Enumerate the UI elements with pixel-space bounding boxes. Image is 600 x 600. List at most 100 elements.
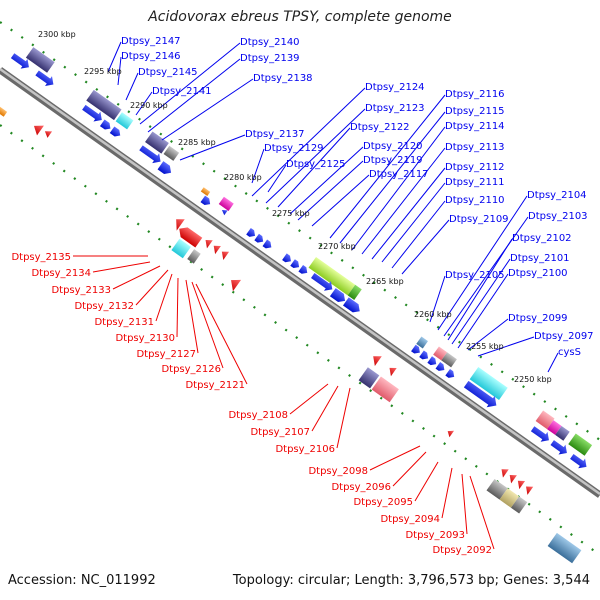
gene-label[interactable]: Dtpsy_2140 xyxy=(240,37,300,48)
gene-label[interactable]: Dtpsy_2126 xyxy=(161,364,221,375)
gene-block xyxy=(25,47,55,73)
map-title: Acidovorax ebreus TPSY, complete genome xyxy=(148,9,452,25)
leader-line xyxy=(251,87,366,197)
leader-line xyxy=(467,318,509,351)
leader-line xyxy=(176,277,179,338)
gene-block xyxy=(547,420,562,435)
gene-label[interactable]: Dtpsy_2123 xyxy=(365,103,425,114)
leader-line xyxy=(477,336,535,357)
gene-label[interactable]: Dtpsy_2111 xyxy=(445,177,505,188)
leader-line xyxy=(441,467,453,519)
leader-line xyxy=(429,275,446,323)
leader-line xyxy=(147,58,241,133)
gene-label[interactable]: Dtpsy_2100 xyxy=(508,268,568,279)
leader-line xyxy=(447,238,513,341)
gene-block xyxy=(469,367,508,401)
gene-block xyxy=(499,488,520,508)
gene-label[interactable]: Dtpsy_2141 xyxy=(152,86,212,97)
gene-block xyxy=(510,496,528,514)
leader-line xyxy=(329,94,446,239)
gene-block xyxy=(0,106,8,117)
gene-label[interactable]: Dtpsy_2127 xyxy=(136,349,196,360)
leader-line xyxy=(117,56,122,86)
leader-line xyxy=(401,219,450,275)
gene-label[interactable]: Dtpsy_2114 xyxy=(445,121,505,132)
gene-label[interactable]: Dtpsy_2116 xyxy=(445,89,505,100)
gene-features xyxy=(0,47,593,564)
gene-label[interactable]: Dtpsy_2101 xyxy=(510,253,570,264)
gene-label[interactable]: Dtpsy_2108 xyxy=(228,410,288,421)
leader-line xyxy=(92,261,151,273)
leader-line xyxy=(139,42,241,125)
gene-label[interactable]: Dtpsy_2106 xyxy=(275,444,335,455)
gene-label[interactable]: Dtpsy_2097 xyxy=(534,331,594,342)
gene-label[interactable]: Dtpsy_2132 xyxy=(74,301,134,312)
gene-label[interactable]: Dtpsy_2145 xyxy=(138,67,198,78)
gene-block xyxy=(308,257,356,296)
gene-label[interactable]: Dtpsy_2098 xyxy=(308,466,368,477)
gene-label[interactable]: Dtpsy_2093 xyxy=(405,530,465,541)
leader-line xyxy=(195,283,248,385)
tick-dots xyxy=(0,21,600,556)
gene-label[interactable]: Dtpsy_2137 xyxy=(245,129,305,140)
tick-label: 2270 kbp xyxy=(318,242,356,251)
leader-line xyxy=(336,387,351,449)
leader-line xyxy=(277,127,351,208)
gene-label[interactable]: Dtpsy_2122 xyxy=(350,122,410,133)
tick-label: 2250 kbp xyxy=(514,375,552,384)
gene-label[interactable]: Dtpsy_2109 xyxy=(449,214,509,225)
gene-label[interactable]: Dtpsy_2135 xyxy=(11,252,71,263)
leader-line xyxy=(179,134,246,161)
leader-line xyxy=(414,461,439,502)
gene-label[interactable]: Dtpsy_2147 xyxy=(121,36,181,47)
gene-block xyxy=(145,131,169,154)
gene-label[interactable]: Dtpsy_2129 xyxy=(264,143,324,154)
gene-label[interactable]: Dtpsy_2092 xyxy=(432,545,492,556)
gene-label[interactable]: Dtpsy_2110 xyxy=(445,195,505,206)
gene-label[interactable]: Dtpsy_2117 xyxy=(369,169,429,180)
gene-label[interactable]: Dtpsy_2119 xyxy=(363,155,423,166)
gene-label[interactable]: Dtpsy_2146 xyxy=(121,51,181,62)
tick-label: 2300 kbp xyxy=(38,30,76,39)
gene-label[interactable]: Dtpsy_2139 xyxy=(240,53,300,64)
gene-label[interactable]: Dtpsy_2104 xyxy=(527,190,587,201)
gene-block xyxy=(486,479,508,500)
forward-arrows xyxy=(10,53,587,469)
leader-line xyxy=(369,445,421,471)
gene-label[interactable]: Dtpsy_2105 xyxy=(445,270,505,281)
reverse-gene-labels: Dtpsy_2135Dtpsy_2134Dtpsy_2133Dtpsy_2132… xyxy=(11,252,492,556)
gene-label[interactable]: Dtpsy_2099 xyxy=(508,313,568,324)
gene-label[interactable]: Dtpsy_2094 xyxy=(380,514,440,525)
leader-line xyxy=(191,281,224,369)
leader-line xyxy=(461,473,468,535)
leader-line xyxy=(437,195,528,331)
gene-label[interactable]: cysS xyxy=(558,347,581,358)
gene-label[interactable]: Dtpsy_2103 xyxy=(528,211,588,222)
gene-label[interactable]: Dtpsy_2095 xyxy=(353,497,413,508)
gene-label[interactable]: Dtpsy_2120 xyxy=(363,141,423,152)
gene-label[interactable]: Dtpsy_2115 xyxy=(445,106,505,117)
leader-line xyxy=(381,182,446,263)
gene-label[interactable]: Dtpsy_2134 xyxy=(31,268,91,279)
gene-label[interactable]: Dtpsy_2121 xyxy=(185,380,245,391)
gene-label[interactable]: Dtpsy_2096 xyxy=(331,482,391,493)
gene-label[interactable]: Dtpsy_2133 xyxy=(51,285,111,296)
leader-line xyxy=(547,352,559,373)
gene-block xyxy=(115,112,134,130)
gene-label[interactable]: Dtpsy_2124 xyxy=(365,82,425,93)
leader-line xyxy=(391,200,446,269)
gene-block xyxy=(347,284,362,300)
leader-line xyxy=(107,41,122,73)
gene-label[interactable]: Dtpsy_2113 xyxy=(445,142,505,153)
leader-line xyxy=(265,108,366,204)
gene-label[interactable]: Dtpsy_2131 xyxy=(94,317,154,328)
gene-label[interactable]: Dtpsy_2112 xyxy=(445,162,505,173)
leader-line xyxy=(351,126,446,251)
gene-label[interactable]: Dtpsy_2107 xyxy=(250,427,310,438)
tick-label: 2275 kbp xyxy=(272,209,310,218)
gene-label[interactable]: Dtpsy_2130 xyxy=(115,333,175,344)
gene-label[interactable]: Dtpsy_2125 xyxy=(286,159,346,170)
gene-label[interactable]: Dtpsy_2138 xyxy=(253,73,313,84)
gene-label[interactable]: Dtpsy_2102 xyxy=(512,233,572,244)
